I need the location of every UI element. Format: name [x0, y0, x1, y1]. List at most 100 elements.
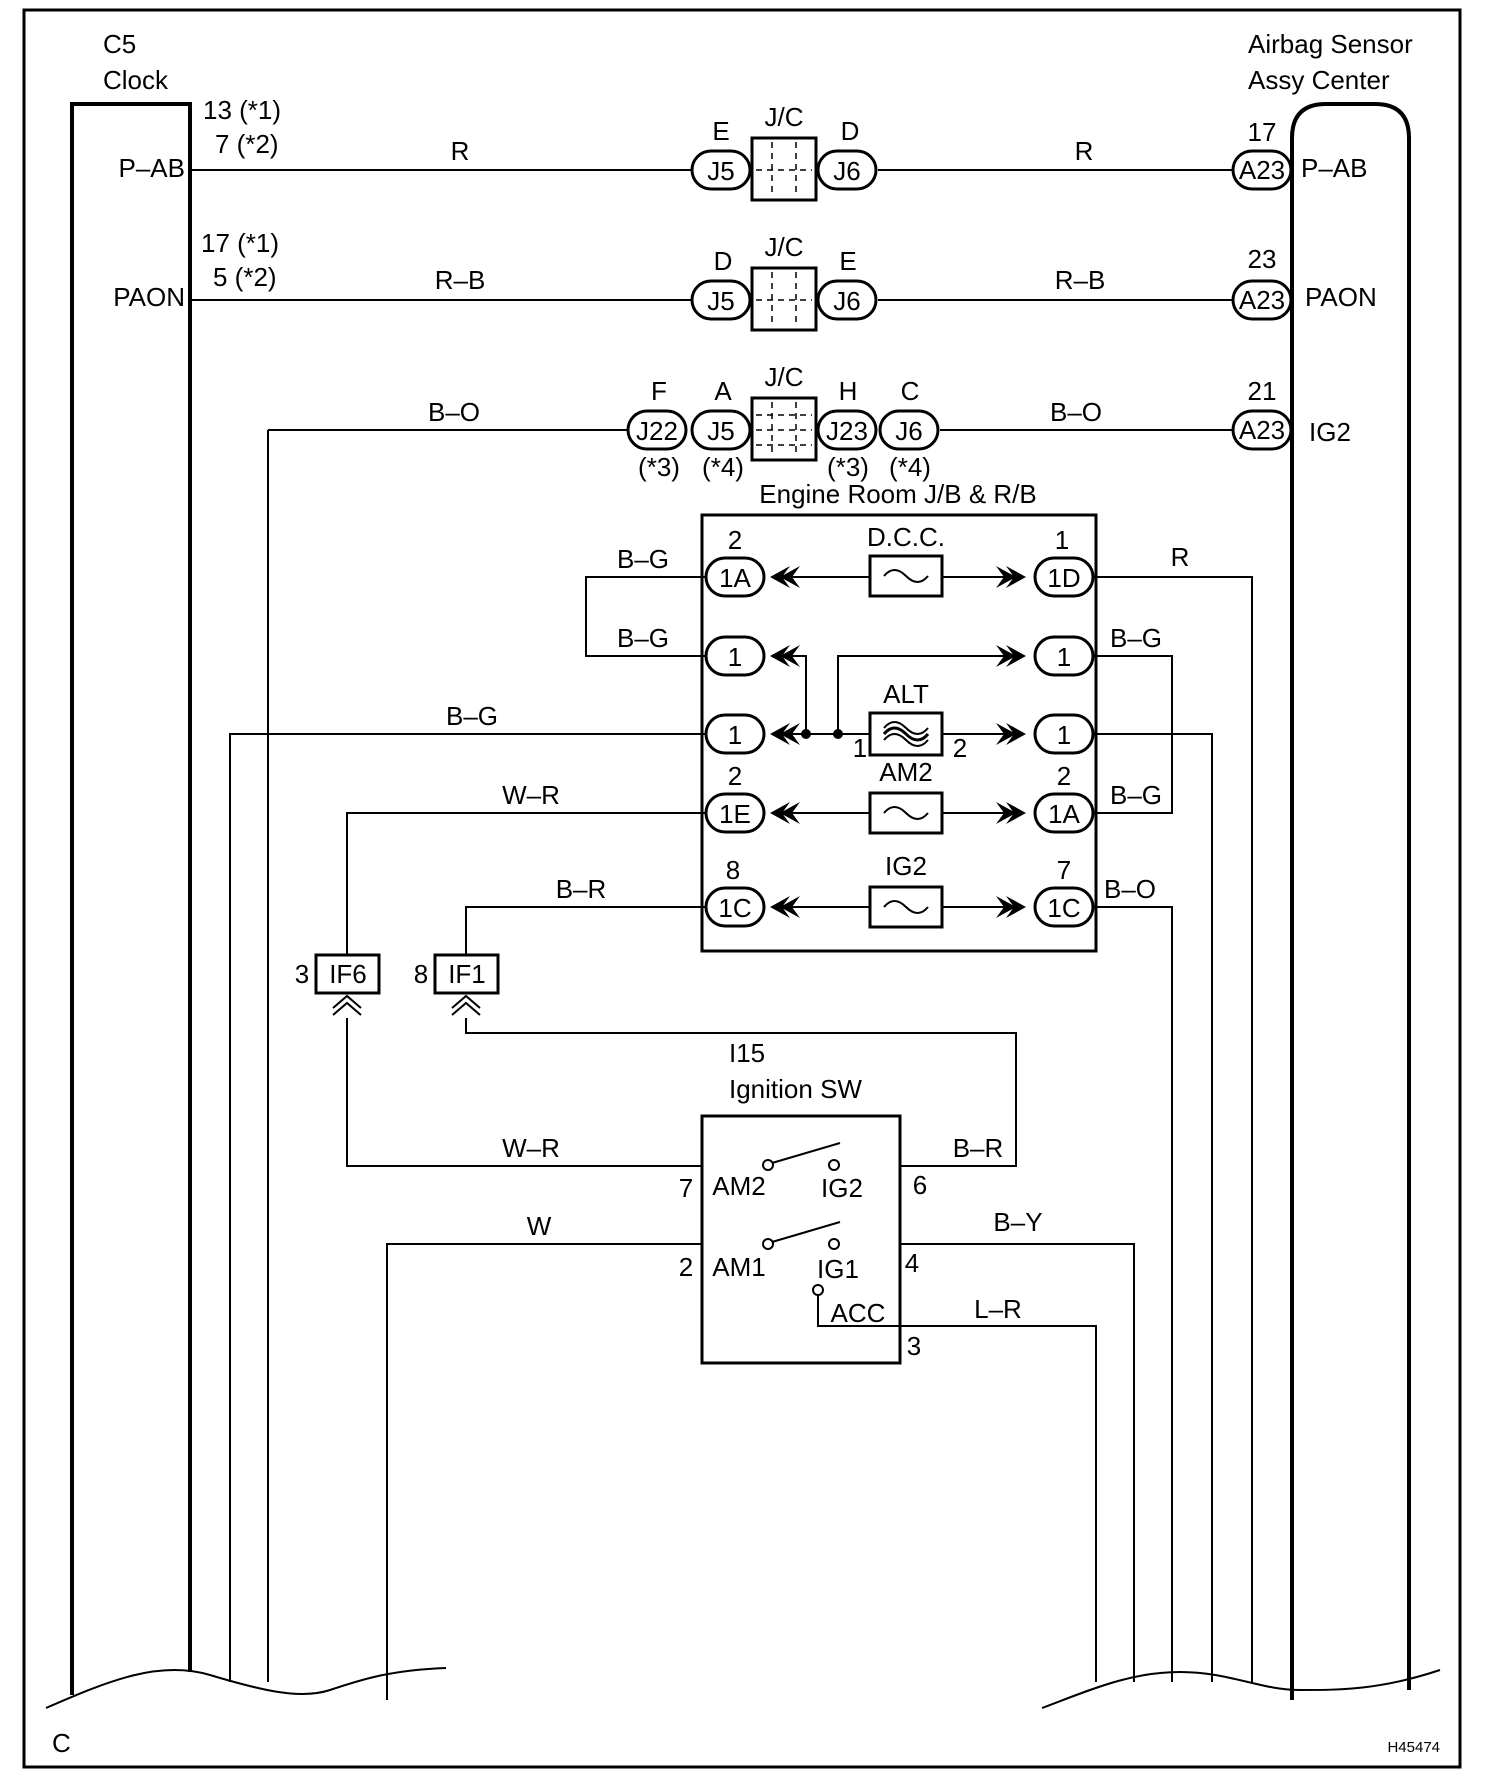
- wire-color-label: R: [1075, 136, 1094, 166]
- connector-pin-label: D: [714, 246, 733, 276]
- jc-box: [750, 396, 818, 462]
- wire-color-label: B–R: [953, 1133, 1004, 1163]
- relay-pin-num: 2: [1057, 761, 1071, 791]
- relay-pin-num: 7: [1057, 855, 1071, 885]
- wire-row-paon: R–B R–B J5 D J/C J6 E A23: [190, 232, 1293, 332]
- connector-pin-label: A: [714, 376, 732, 406]
- fuse-alt-label: ALT: [883, 679, 929, 709]
- connector-j6: J6: [833, 156, 860, 186]
- clock-pin-pab-label: P–AB: [119, 153, 186, 183]
- connector-note: (*3): [827, 452, 869, 482]
- wire-row-pab: R R J5 E J/C J6 D A23: [190, 102, 1293, 202]
- fuse-ig2: [868, 885, 944, 929]
- clock-pin-paon-num1: 17 (*1): [201, 228, 279, 258]
- connector-j23: J23: [826, 416, 868, 446]
- connector-note: (*3): [638, 452, 680, 482]
- wire-color-label: B–G: [1110, 623, 1162, 653]
- wire-color-label: B–G: [446, 701, 498, 731]
- wire-color-label: L–R: [974, 1294, 1022, 1324]
- airbag-sensor-component: Airbag Sensor Assy Center P–AB PAON IG2 …: [1248, 29, 1413, 1700]
- ignition-switch-body: [700, 1114, 902, 1365]
- airbag-title-line2: Assy Center: [1248, 65, 1390, 95]
- airbag-pin-paon-label: PAON: [1305, 282, 1377, 312]
- relay-conn-1: 1: [728, 642, 742, 672]
- relay-conn-1a: 1A: [1048, 799, 1080, 829]
- jc-label: J/C: [765, 102, 804, 132]
- diagram-frame: [22, 8, 1462, 1769]
- wire-color-label: B–G: [1110, 780, 1162, 810]
- connector-a23: A23: [1239, 285, 1285, 315]
- ig-term-am2: AM2: [712, 1171, 765, 1201]
- in-line-connectors: IF6 3 IF1 8: [295, 953, 500, 1016]
- jc-label: J/C: [765, 232, 804, 262]
- fuse-alt-term1: 1: [853, 733, 867, 763]
- wire-color-label: W–R: [502, 780, 560, 810]
- connector-pin-label: F: [651, 376, 667, 406]
- connector-if1: [433, 953, 500, 995]
- ig-pin-acc: 3: [907, 1331, 921, 1361]
- connector-j6: J6: [895, 416, 922, 446]
- ig-pin-am2: 7: [679, 1173, 693, 1203]
- terminal-arrows: [770, 566, 1026, 918]
- clock-pin-paon-num2: 5 (*2): [213, 262, 277, 292]
- ig-term-acc: ACC: [831, 1298, 886, 1328]
- connector-pin-label: E: [839, 246, 856, 276]
- clock-name: Clock: [103, 65, 169, 95]
- relay-conn-1c: 1C: [1047, 893, 1080, 923]
- ig-term-ig2: IG2: [821, 1173, 863, 1203]
- jc-box: [750, 266, 818, 332]
- clock-pin-pab-num2: 7 (*2): [215, 129, 279, 159]
- wire-color-label: B–O: [1050, 397, 1102, 427]
- wire-color-label: R–B: [435, 265, 486, 295]
- connector-j5: J5: [707, 286, 734, 316]
- airbag-title-line1: Airbag Sensor: [1248, 29, 1413, 59]
- connector-a23: A23: [1239, 155, 1285, 185]
- connector-j5: J5: [707, 156, 734, 186]
- fuse-alt: [868, 711, 944, 757]
- ignition-switch-id: I15: [729, 1038, 765, 1068]
- ignition-switch-name: Ignition SW: [729, 1074, 862, 1104]
- wire-color-label: W–R: [502, 1133, 560, 1163]
- wire-color-label: W: [527, 1211, 552, 1241]
- connector-if1-pin: 8: [414, 959, 428, 989]
- ig-pin-am1: 2: [679, 1252, 693, 1282]
- ig-pin-ig1: 4: [905, 1248, 919, 1278]
- fuse-ig2-label: IG2: [885, 851, 927, 881]
- relay-conn-1: 1: [1057, 720, 1071, 750]
- wire-color-label: B–R: [556, 874, 607, 904]
- ig-term-ig1: IG1: [817, 1254, 859, 1284]
- connector-note: (*4): [702, 452, 744, 482]
- external-wiring: B–G B–G R B–G B–G B–G W–R B–R B–O: [229, 542, 1253, 1682]
- diagram-code: H45474: [1387, 1739, 1440, 1756]
- connector-a23: A23: [1239, 415, 1285, 445]
- connector-pin-label: D: [841, 116, 860, 146]
- connector-note: (*4): [889, 452, 931, 482]
- ig-term-am1: AM1: [712, 1252, 765, 1282]
- relay-pin-num: 2: [728, 525, 742, 555]
- connector-if6-pin: 3: [295, 959, 309, 989]
- airbag-pin-ig2-label: IG2: [1309, 417, 1351, 447]
- jc-label: J/C: [765, 362, 804, 392]
- jc-box: [750, 136, 818, 202]
- wire-color-label: B–O: [428, 397, 480, 427]
- relay-conn-1: 1: [728, 720, 742, 750]
- clock-pin-paon-label: PAON: [113, 282, 185, 312]
- fuse-am2: [868, 791, 944, 835]
- connector-j6: J6: [833, 286, 860, 316]
- wire-color-label: R–B: [1055, 265, 1106, 295]
- relay-conn-1d: 1D: [1047, 563, 1080, 593]
- clock-id: C5: [103, 29, 136, 59]
- connector-pin-label: E: [712, 116, 729, 146]
- wire-color-label: B–G: [617, 544, 669, 574]
- connector-if1-label: IF1: [448, 959, 486, 989]
- connector-j22: J22: [636, 416, 678, 446]
- engine-room-relay-box: Engine Room J/B & R/B 1A 2 1 1 1E 2 1C 8…: [700, 479, 1098, 953]
- wire-color-label: R: [451, 136, 470, 166]
- connector-if6: [314, 953, 381, 995]
- ignition-switch: I15 Ignition SW AM2 IG2 7 6 AM1 IG1 ACC …: [346, 1018, 1135, 1700]
- wire-row-ig2: B–O B–O J22 F (*3) J5 A (*4) J/C J23 H (…: [267, 362, 1293, 1682]
- fuse-dcc-label: D.C.C.: [867, 522, 945, 552]
- airbag-pin-paon-num: 23: [1248, 244, 1277, 274]
- airbag-pin-pab-num: 17: [1248, 117, 1277, 147]
